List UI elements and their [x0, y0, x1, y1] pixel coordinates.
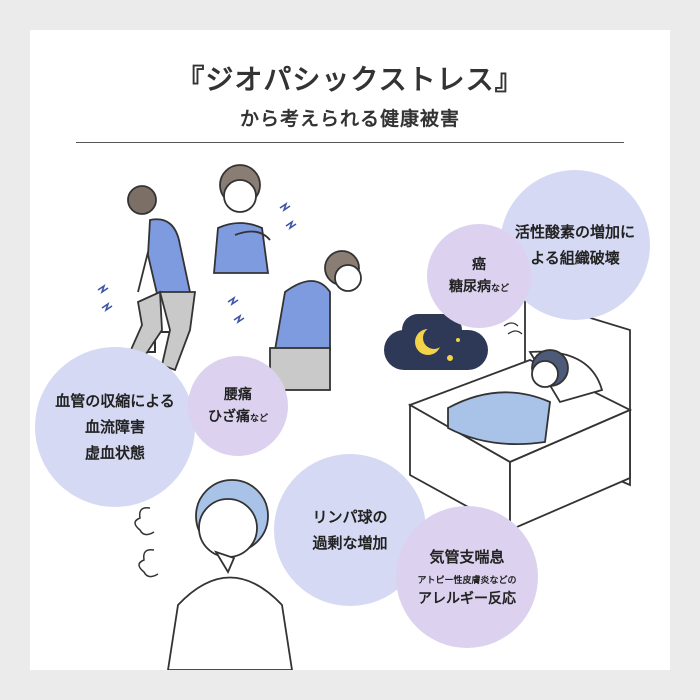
- bubble-cancer-line2: 糖尿病: [448, 279, 491, 295]
- bubble-cancer-line1: 癌: [472, 256, 486, 273]
- cough-clouds-icon: [134, 506, 159, 578]
- illustration-layer: [85, 164, 633, 670]
- bubble-lymph-line2: 過剰な増加: [312, 534, 388, 552]
- title-divider: [76, 142, 624, 143]
- bubble-allergy: 気管支喘息 アトピー性皮膚炎などの アレルギー反応: [396, 506, 538, 648]
- page-subtitle: から考えられる健康被害: [239, 108, 460, 130]
- bubble-pain-line1: 腰痛: [224, 386, 252, 403]
- bubble-pain: 腰痛 ひざ痛など: [188, 356, 288, 456]
- pain-marks-illustration: [97, 202, 297, 324]
- bubble-allergy-line1: 気管支喘息: [429, 548, 505, 566]
- person-climbing-stairs-illustration: [127, 185, 197, 372]
- bubble-oxygen-line1: 活性酸素の増加に: [514, 222, 635, 241]
- bubble-pain-line2: ひざ痛: [207, 409, 250, 425]
- info-card: 『ジオパシックストレス』 から考えられる健康被害: [30, 30, 670, 670]
- person-back-pain-illustration: [269, 250, 362, 391]
- bubble-oxygen-line2: よる組織破壊: [530, 249, 620, 267]
- bubble-blood-line1: 血管の収縮による: [55, 391, 175, 410]
- person-coughing-illustration: [167, 479, 293, 670]
- bubble-cancer: 癌 糖尿病など: [427, 224, 531, 328]
- bubble-allergy-line2: アトピー性皮膚炎などの: [417, 576, 517, 586]
- bubble-blood-flow: 血管の収縮による 血流障害 虚血状態: [35, 347, 195, 507]
- person-shoulder-pain-illustration: [213, 164, 271, 274]
- bubble-blood-line2: 血流障害: [84, 417, 145, 436]
- night-moon-icon: [384, 314, 488, 370]
- bubble-blood-line3: 虚血状態: [84, 444, 145, 463]
- bubble-cancer-suffix: など: [490, 284, 509, 294]
- page-title: 『ジオパシックストレス』: [176, 63, 524, 96]
- bubble-allergy-line3: アレルギー反応: [418, 591, 516, 607]
- snore-lines-icon: [503, 322, 523, 335]
- bubble-lymph-line1: リンパ球の: [312, 507, 388, 526]
- bubble-pain-suffix: など: [249, 414, 268, 424]
- sleeping-person-illustration: [447, 349, 604, 446]
